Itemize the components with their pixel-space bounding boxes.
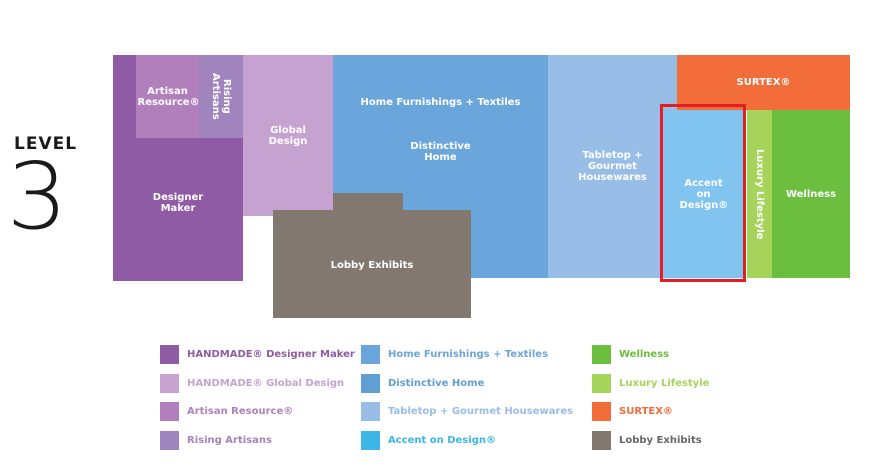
legend-item: Tabletop + Gourmet Housewares	[361, 401, 573, 421]
legend-swatch	[361, 401, 380, 421]
zone-rising-artisans[interactable]: Rising Artisans	[199, 55, 243, 138]
zone-surtex-label: SURTEX®	[736, 77, 791, 88]
zone-accent-on-design-label: Accent on Design®	[679, 177, 729, 211]
lobby-exhibits-upper	[333, 193, 403, 211]
legend-item: HANDMADE® Designer Maker	[160, 344, 355, 364]
legend-swatch	[592, 401, 611, 421]
legend-swatch	[592, 430, 611, 450]
legend-label: SURTEX®	[619, 405, 673, 417]
legend-label: Luxury Lifestyle	[619, 377, 710, 389]
legend-swatch	[160, 373, 179, 393]
legend-swatch	[160, 344, 179, 364]
legend-swatch	[361, 344, 380, 364]
legend-item: Wellness	[592, 344, 669, 364]
zone-wellness-label: Wellness	[785, 188, 837, 200]
zone-artisan-resource-label: Artisan Resource®	[137, 85, 200, 108]
legend-swatch	[361, 430, 380, 450]
legend-label: Distinctive Home	[388, 377, 485, 389]
legend-label: Home Furnishings + Textiles	[388, 348, 549, 360]
zone-surtex[interactable]: SURTEX®	[677, 55, 850, 110]
legend-label: HANDMADE® Designer Maker	[187, 348, 355, 360]
legend-label: Accent on Design®	[388, 434, 496, 446]
zone-luxury-lifestyle[interactable]: Luxury Lifestyle	[747, 110, 772, 278]
legend-label: Tabletop + Gourmet Housewares	[388, 405, 574, 417]
zone-global-design[interactable]: Global Design	[243, 55, 333, 216]
legend-item: Lobby Exhibits	[592, 430, 702, 450]
zone-home-furnishings-label: Home Furnishings + Textiles	[360, 97, 521, 108]
legend-swatch	[592, 373, 611, 393]
highlight-box	[660, 104, 746, 282]
legend-label: Rising Artisans	[187, 434, 272, 446]
legend-swatch	[160, 430, 179, 450]
level-number: 3	[6, 143, 69, 250]
zone-accent-on-design[interactable]: Accent on Design®	[664, 110, 743, 278]
legend-item: Distinctive Home	[361, 373, 484, 393]
legend-label: Lobby Exhibits	[619, 434, 702, 446]
legend-item: SURTEX®	[592, 401, 673, 421]
legend-item: HANDMADE® Global Design	[160, 373, 344, 393]
zone-rising-artisans-label: Rising Artisans	[210, 73, 232, 120]
legend-item: Artisan Resource®	[160, 401, 293, 421]
legend-swatch	[160, 401, 179, 421]
legend-item: Rising Artisans	[160, 430, 272, 450]
zone-designer-maker-label: Designer Maker	[152, 192, 204, 214]
legend-label: HANDMADE® Global Design	[187, 377, 345, 389]
zone-tabletop-label: Tabletop + Gourmet Housewares	[578, 150, 647, 183]
legend-swatch	[361, 373, 380, 393]
zone-artisan-resource[interactable]: Artisan Resource®	[136, 55, 200, 138]
legend-item: Home Furnishings + Textiles	[361, 344, 548, 364]
legend-label: Wellness	[619, 348, 670, 360]
legend-label: Artisan Resource®	[187, 405, 294, 417]
zone-lobby-exhibits-label: Lobby Exhibits	[330, 259, 414, 271]
level-word: LEVEL	[14, 134, 78, 154]
zone-tabletop[interactable]: Tabletop + Gourmet Housewares	[548, 55, 677, 278]
legend-item: Luxury Lifestyle	[592, 373, 709, 393]
legend-swatch	[592, 344, 611, 364]
zone-global-design-label: Global Design	[268, 124, 308, 147]
zone-distinctive-home-label: Distinctive Home	[410, 141, 471, 163]
zone-wellness[interactable]: Wellness	[772, 110, 850, 278]
legend-item: Accent on Design®	[361, 430, 496, 450]
zone-lobby-exhibits-main: Lobby Exhibits	[273, 210, 471, 318]
zone-luxury-lifestyle-label: Luxury Lifestyle	[754, 148, 765, 240]
